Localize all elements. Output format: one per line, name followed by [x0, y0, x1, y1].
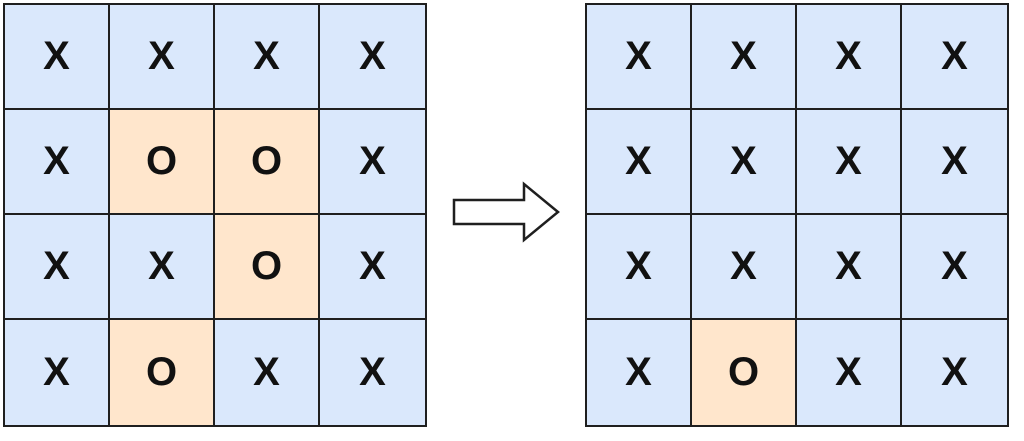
before-cell-r1c1: O: [110, 110, 215, 215]
before-cell-r1c3: X: [320, 110, 425, 215]
after-cell-r0c1: X: [692, 5, 797, 110]
after-cell-r2c3: X: [902, 215, 1007, 320]
before-cell-r0c0: X: [5, 5, 110, 110]
after-cell-r3c2: X: [797, 320, 902, 425]
after-cell-r1c1: X: [692, 110, 797, 215]
before-cell-r3c0: X: [5, 320, 110, 425]
before-cell-r0c3: X: [320, 5, 425, 110]
before-cell-r2c1: X: [110, 215, 215, 320]
after-cell-r0c3: X: [902, 5, 1007, 110]
after-cell-r1c0: X: [587, 110, 692, 215]
after-cell-r2c0: X: [587, 215, 692, 320]
after-cell-r1c2: X: [797, 110, 902, 215]
after-cell-r0c2: X: [797, 5, 902, 110]
after-cell-r1c3: X: [902, 110, 1007, 215]
before-cell-r3c1: O: [110, 320, 215, 425]
before-cell-r1c2: O: [215, 110, 320, 215]
before-cell-r3c3: X: [320, 320, 425, 425]
before-cell-r1c0: X: [5, 110, 110, 215]
before-cell-r3c2: X: [215, 320, 320, 425]
after-cell-r0c0: X: [587, 5, 692, 110]
after-cell-r3c1: O: [692, 320, 797, 425]
after-cell-r2c2: X: [797, 215, 902, 320]
before-cell-r2c3: X: [320, 215, 425, 320]
after-cell-r3c0: X: [587, 320, 692, 425]
before-cell-r0c2: X: [215, 5, 320, 110]
before-cell-r2c2: O: [215, 215, 320, 320]
before-cell-r2c0: X: [5, 215, 110, 320]
before-cell-r0c1: X: [110, 5, 215, 110]
after-cell-r2c1: X: [692, 215, 797, 320]
right-arrow-icon: [452, 181, 560, 243]
after-cell-r3c3: X: [902, 320, 1007, 425]
